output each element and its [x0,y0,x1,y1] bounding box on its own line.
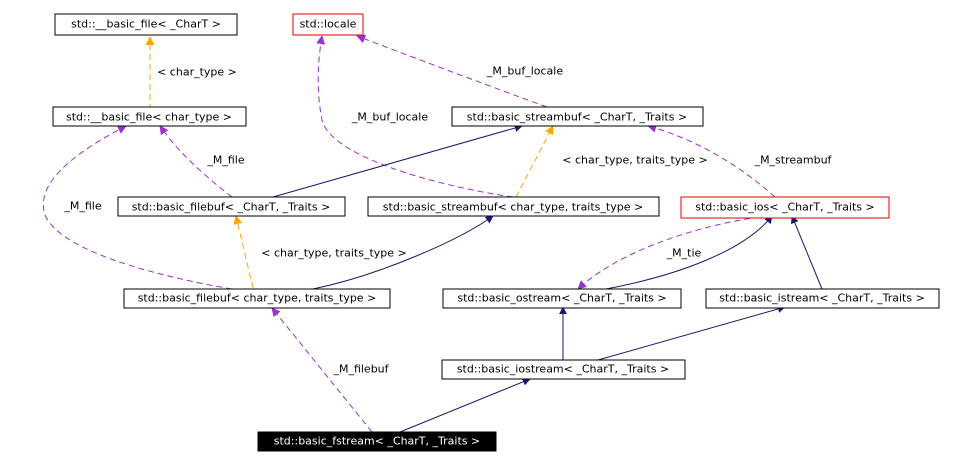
edge-member-filebuf-fstream [271,307,373,433]
edge-label-char-type: < char_type > [157,66,237,79]
edge-inherit-ostream-ios [605,215,773,290]
node-basic-istream[interactable]: std::basic_istream< _CharT, _Traits > [705,288,940,309]
edge-label-m-buf-locale-upper: _M_buf_locale [486,65,563,78]
svg-text:std::basic_iostream< _CharT, _: std::basic_iostream< _CharT, _Traits > [457,363,669,376]
edge-label-char-traits-upper: < char_type, traits_type > [562,154,708,167]
edge-member-file-filebuf [159,125,233,198]
edge-label-char-traits-lower: < char_type, traits_type > [261,247,407,260]
svg-text:std::__basic_file< _CharT >: std::__basic_file< _CharT > [71,18,221,31]
svg-text:std::locale: std::locale [300,18,357,31]
edge-member-locale-streambuf [356,34,548,108]
edge-template-streambuf [515,125,554,198]
svg-text:std::basic_ios< _CharT, _Trait: std::basic_ios< _CharT, _Traits > [695,201,875,214]
node-basic-fstream[interactable]: std::basic_fstream< _CharT, _Traits > [257,431,497,452]
edge-member-locale-streambuf-chartype [316,35,514,198]
svg-text:std::basic_fstream< _CharT, _T: std::basic_fstream< _CharT, _Traits > [274,435,480,448]
nodes-layer: std::__basic_file< _CharT > std::locale … [52,13,940,452]
svg-text:std::basic_filebuf< _CharT, _T: std::basic_filebuf< _CharT, _Traits > [132,201,331,214]
edge-label-m-buf-locale-lower: _M_buf_locale [351,111,428,124]
edge-label-m-file-right: _M_file [206,154,244,167]
edge-inherit-fstream-iostream [399,378,531,433]
node-basic-ios[interactable]: std::basic_ios< _CharT, _Traits > [680,196,890,219]
svg-text:std::__basic_file< char_type >: std::__basic_file< char_type > [66,111,232,124]
node-basic-file-char-type[interactable]: std::__basic_file< char_type > [52,106,247,127]
node-streambuf-char-type[interactable]: std::basic_streambuf< char_type, traits_… [367,196,660,217]
node-basic-file-chart[interactable]: std::__basic_file< _CharT > [54,13,238,36]
node-streambuf-chart[interactable]: std::basic_streambuf< _CharT, _Traits > [451,106,704,127]
node-locale[interactable]: std::locale [292,13,364,36]
svg-text:std::basic_ostream< _CharT, _T: std::basic_ostream< _CharT, _Traits > [457,292,666,305]
edge-label-m-tie: _M_tie [666,247,702,260]
node-basic-ostream[interactable]: std::basic_ostream< _CharT, _Traits > [442,288,682,309]
svg-text:std::basic_streambuf< _CharT,: std::basic_streambuf< _CharT, _Traits > [467,111,687,124]
edge-label-m-filebuf: _M_filebuf [332,363,389,376]
edge-inherit-filebuf-streambuf [272,124,523,198]
edge-label-m-streambuf: _M_streambuf [754,154,833,167]
edge-inherit-iostream-istream [597,305,786,361]
edge-label-m-file-left: _M_file [63,200,101,213]
edge-inherit-filebuf-streambuf-chartype [312,215,494,290]
edge-member-streambuf-ios [647,123,776,198]
edge-template-filebuf [233,215,254,289]
svg-text:std::basic_streambuf< char_typ: std::basic_streambuf< char_type, traits_… [383,201,643,214]
svg-text:std::basic_filebuf< char_type,: std::basic_filebuf< char_type, traits_ty… [138,292,377,305]
svg-text:std::basic_istream< _CharT, _T: std::basic_istream< _CharT, _Traits > [719,292,925,305]
node-filebuf-char-type[interactable]: std::basic_filebuf< char_type, traits_ty… [123,288,391,309]
edges-layer: < char_type > _M_buf_locale _M_buf_local… [42,34,833,433]
edge-member-file-filebuf-chartype [42,125,233,290]
node-filebuf-chart[interactable]: std::basic_filebuf< _CharT, _Traits > [117,196,346,217]
edge-inherit-istream-ios [791,215,823,290]
node-basic-iostream[interactable]: std::basic_iostream< _CharT, _Traits > [441,359,686,380]
edge-member-ios-ostream [577,216,761,290]
